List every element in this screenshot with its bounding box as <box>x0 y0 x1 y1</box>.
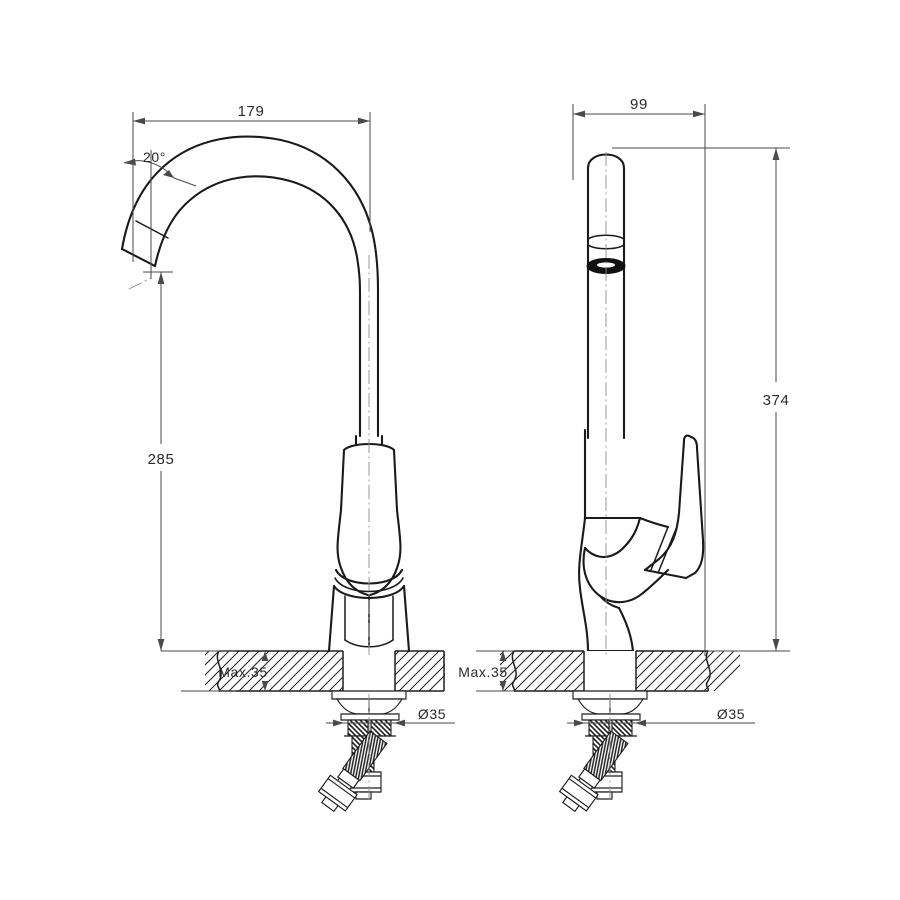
dimension-body-depth-99: 99 <box>572 96 706 656</box>
dimension-deck-thickness-front: Max.35 <box>181 650 269 692</box>
dimension-hole-diameter-front: Ø35 <box>326 706 455 727</box>
dimension-hole-diameter-side: Ø35 <box>567 706 755 727</box>
spout-gooseneck-outline <box>120 135 380 438</box>
dimension-spout-height-285: 285 <box>143 271 219 652</box>
dimension-label-deck-max35-side: Max.35 <box>458 664 508 680</box>
faucet-body-side <box>578 428 670 653</box>
dimension-spout-angle-20: 20° <box>123 149 197 279</box>
dimension-label-dia35-front: Ø35 <box>418 706 446 722</box>
dimension-label-dia35-side-alt: Ø35 <box>717 706 745 722</box>
dimension-label-374: 374 <box>763 392 790 409</box>
dimension-label-20deg: 20° <box>143 149 166 165</box>
counter-deck-side <box>500 650 740 692</box>
front-elevation-view: 179 20° 285 <box>120 103 455 813</box>
dimension-spout-reach-179: 179 <box>132 103 371 262</box>
mounting-hardware-side <box>558 690 648 813</box>
dimension-label-179: 179 <box>238 103 265 120</box>
dimension-label-99: 99 <box>630 96 648 113</box>
mounting-hardware-front <box>317 690 407 813</box>
side-elevation-view: 99 374 Max.35 <box>458 96 790 813</box>
dimension-label-deck-max35-front: Max.35 <box>218 664 268 680</box>
centerline-front-outlet <box>128 277 152 290</box>
lever-handle-side <box>638 434 705 580</box>
dimension-overall-height-374: 374 <box>612 147 790 652</box>
dimension-label-285: 285 <box>148 451 175 468</box>
dimension-deck-thickness-side: Max.35 <box>458 650 514 692</box>
faucet-column-side <box>586 153 626 440</box>
